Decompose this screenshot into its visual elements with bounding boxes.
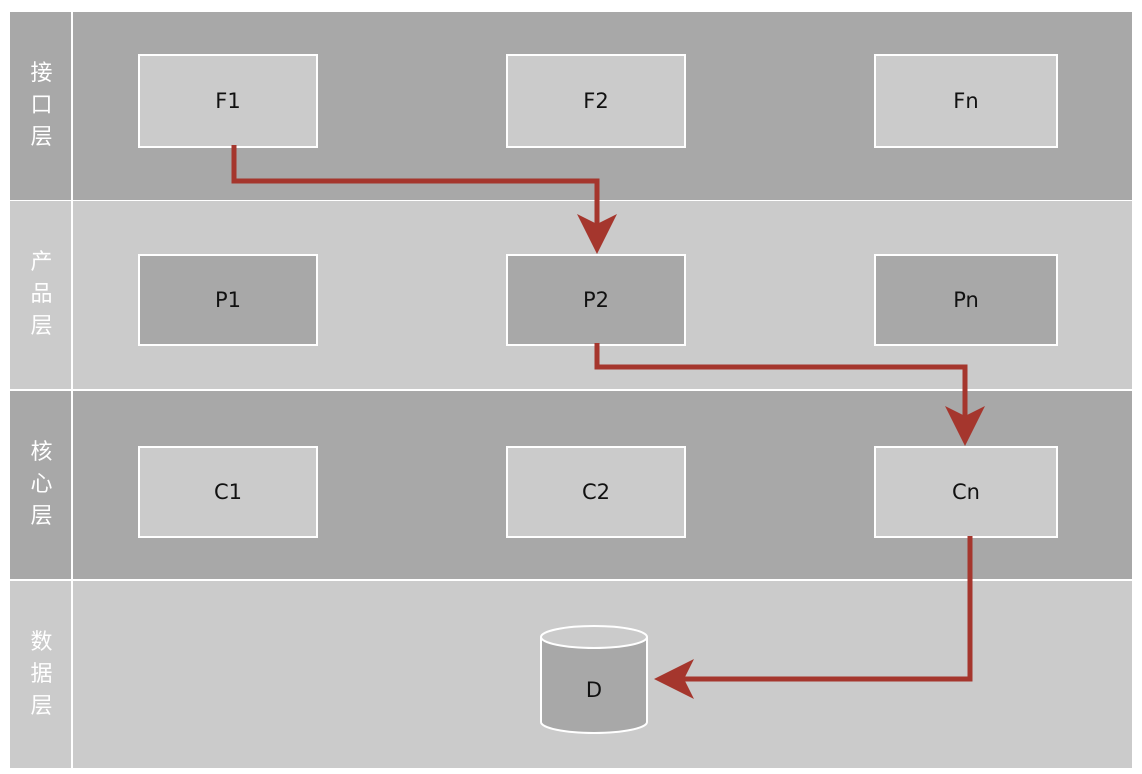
lane-label-core: 核 心 层 xyxy=(10,391,73,579)
node-c2: C2 xyxy=(506,446,686,538)
lane-label-char: 接 xyxy=(30,61,53,86)
flow-arrow-f1-p2 xyxy=(231,145,617,254)
lane-label-char: 心 xyxy=(30,472,53,497)
database-label: D xyxy=(585,678,603,702)
lane-label-char: 据 xyxy=(30,661,53,687)
database-cylinder-icon xyxy=(540,625,648,734)
node-f2: F2 xyxy=(506,54,686,148)
lane-label-char: 层 xyxy=(30,504,53,529)
node-p1: P1 xyxy=(138,254,318,346)
node-f1: F1 xyxy=(138,54,318,148)
node-pn: Pn xyxy=(874,254,1058,346)
node-p2: P2 xyxy=(506,254,686,346)
node-cn: Cn xyxy=(874,446,1058,538)
lane-label-product: 产 品 层 xyxy=(10,201,73,389)
flow-arrow-cn-d xyxy=(654,536,973,699)
lane-label-char: 品 xyxy=(30,282,53,307)
lane-label-char: 产 xyxy=(30,250,53,275)
lane-label-char: 层 xyxy=(30,125,53,150)
lane-label-char: 层 xyxy=(30,314,53,339)
lane-label-char: 口 xyxy=(30,93,53,118)
node-fn: Fn xyxy=(874,54,1058,148)
lane-label-char: 核 xyxy=(30,440,53,465)
node-c1: C1 xyxy=(138,446,318,538)
lane-label-interface: 接 口 层 xyxy=(10,12,73,200)
flow-arrow-p2-cn xyxy=(594,343,985,446)
lane-label-data: 数 据 层 xyxy=(10,581,73,768)
lane-label-char: 层 xyxy=(30,693,53,719)
lane-label-char: 数 xyxy=(30,629,53,655)
